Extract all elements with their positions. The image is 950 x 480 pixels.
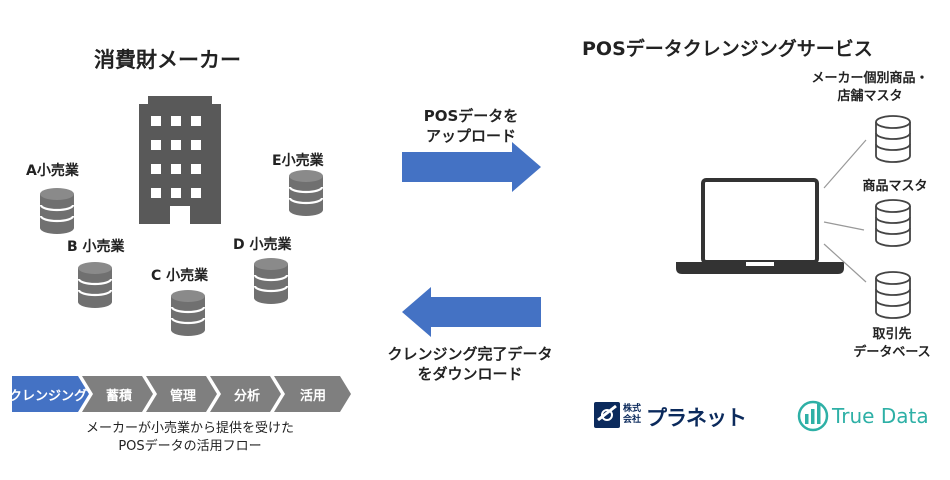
planet-logo-small-line1: 株式 (623, 404, 642, 414)
master-db-label-line1: メーカー個別商品・ (811, 71, 929, 86)
connector-lines (823, 139, 867, 283)
partner-db-label-line2: データベース (853, 345, 931, 360)
retailer-b-database-icon (76, 260, 114, 310)
download-label-line1: クレンジング完了データ (387, 345, 553, 363)
retailer-a-label: A小売業 (26, 163, 79, 179)
upload-arrow-icon (402, 142, 541, 192)
planet-logo-icon (594, 402, 620, 428)
product-master-database-icon (875, 199, 911, 247)
planet-logo-small-line2: 会社 (623, 415, 642, 425)
flow-step-storage: 蓄積 (105, 388, 132, 404)
retailer-e-database-icon (287, 168, 325, 218)
flow-caption: メーカーが小売業から提供を受けた POSデータの活用フロー (20, 420, 360, 456)
flow-step-analysis: 分析 (233, 388, 260, 404)
service-title: POSデータクレンジングサービス (582, 38, 873, 60)
retailer-d-database-icon (252, 256, 290, 306)
partner-database-icon (875, 271, 911, 319)
flow-step-management: 管理 (169, 388, 196, 404)
retailer-e-label: E小売業 (272, 153, 324, 169)
retailer-a-database-icon (38, 186, 76, 236)
manufacturer-title: 消費財メーカー (94, 48, 241, 72)
master-db-label: メーカー個別商品・ 店舗マスタ (800, 70, 940, 106)
partner-db-label-line1: 取引先 (872, 327, 912, 342)
upload-label: POSデータを アップロード (386, 106, 556, 146)
download-label-line2: をダウンロード (417, 365, 523, 383)
planet-logo-small-text: 株式 会社 (623, 404, 641, 426)
flow-step-cleansing: クレンジング (9, 388, 88, 404)
flow-step-utilization: 活用 (299, 388, 326, 404)
product-master-label: 商品マスタ (862, 179, 928, 194)
retailer-d-label: D 小売業 (233, 237, 292, 253)
flow-caption-line1: メーカーが小売業から提供を受けた (85, 421, 294, 436)
flow-caption-line2: POSデータの活用フロー (118, 439, 262, 454)
upload-label-line2: アップロード (425, 127, 516, 145)
retailer-c-label: C 小売業 (151, 268, 209, 284)
building-icon (139, 96, 221, 224)
laptop-icon (676, 178, 844, 274)
planet-logo-text: プラネット (646, 406, 747, 430)
download-arrow-icon (402, 287, 541, 337)
upload-label-line1: POSデータを (423, 107, 519, 125)
retailer-c-database-icon (169, 288, 207, 338)
retailer-b-label: B 小売業 (67, 239, 125, 255)
master-database-icon (875, 115, 911, 163)
truedata-logo-text: True Data (832, 404, 929, 428)
partner-db-label: 取引先 データベース (840, 326, 944, 362)
master-db-label-line2: 店舗マスタ (837, 89, 903, 104)
truedata-logo-icon (797, 400, 829, 432)
flow-chevrons (12, 376, 351, 412)
download-label: クレンジング完了データ をダウンロード (370, 344, 570, 384)
